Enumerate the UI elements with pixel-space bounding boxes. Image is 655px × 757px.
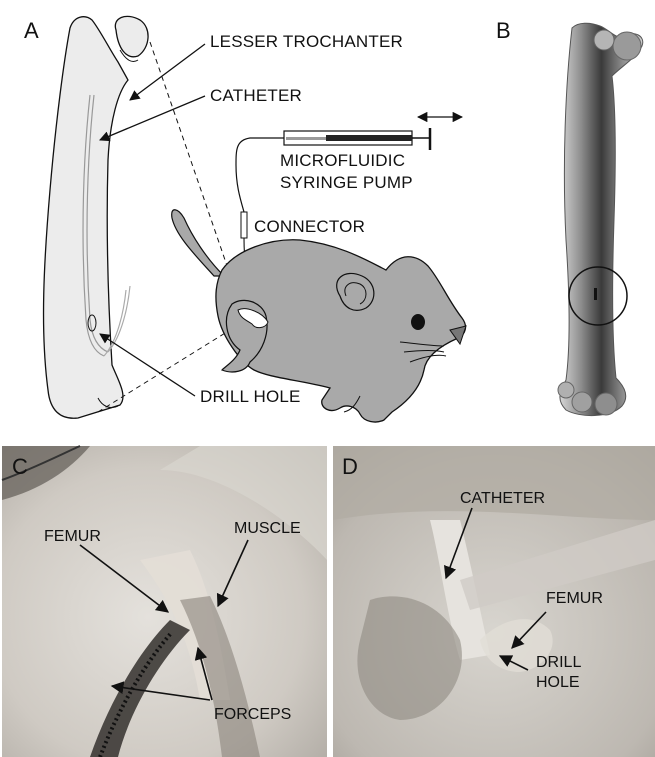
panel-letter-c: C [12,454,28,480]
label-d-hole: HOLE [536,674,580,692]
panel-letter-d: D [342,454,358,480]
panel-letter-a: A [24,18,39,44]
micro-ct-femur [478,0,655,425]
label-d-drill: DRILL [536,654,581,672]
panel-letter-b: B [496,18,511,44]
label-drill-hole: DRILL HOLE [200,387,301,407]
label-pump-line2: SYRINGE PUMP [280,173,413,193]
label-catheter: CATHETER [210,86,302,106]
label-d-femur: FEMUR [546,590,603,608]
label-lesser-trochanter: LESSER TROCHANTER [210,32,403,52]
label-c-forceps: FORCEPS [214,706,291,724]
label-c-muscle: MUSCLE [234,520,301,538]
label-pump-line1: MICROFLUIDIC [280,151,405,171]
label-connector: CONNECTOR [254,217,365,237]
femur-drawing [44,16,149,418]
label-d-catheter: CATHETER [460,490,545,508]
label-c-femur: FEMUR [44,528,101,546]
